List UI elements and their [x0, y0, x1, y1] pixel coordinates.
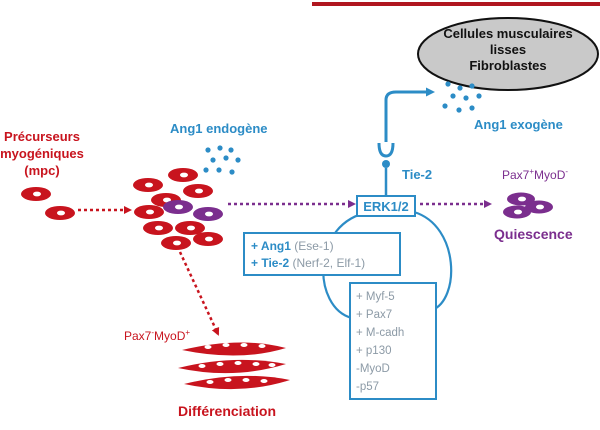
box1-row2-bold: + Tie-2	[251, 256, 289, 270]
source-cells-ellipse: Cellules musculaires lisses Fibroblastes	[417, 17, 599, 91]
erk-label: ERK1/2	[363, 199, 409, 214]
gene-box-ang1-tie2: + Ang1 (Ese-1) + Tie-2 (Nerf-2, Elf-1)	[243, 232, 401, 276]
differentiating-marker-label: Pax7-MyoD+	[124, 328, 190, 343]
box1-row2: + Tie-2 (Nerf-2, Elf-1)	[251, 256, 365, 270]
precursor-cell	[45, 206, 75, 220]
quiescence-label: Quiescence	[494, 226, 573, 242]
precursors-line3: (mpc)	[24, 163, 59, 178]
box1-row1-bold: + Ang1	[251, 239, 291, 253]
diff-pax7: Pax7	[124, 329, 152, 343]
diff-myod: MyoD	[154, 329, 186, 343]
differentiation-label: Différenciation	[178, 403, 276, 419]
box2-item: -p57	[356, 381, 379, 393]
source-cells-line2: lisses	[490, 42, 526, 57]
box2-item: + Myf-5	[356, 291, 395, 303]
source-cells-line3: Fibroblastes	[469, 58, 546, 73]
quiescent-pax7-sup: +	[529, 167, 534, 176]
gene-box-markers: + Myf-5 + Pax7 + M-cadh + p130 -MyoD -p5…	[349, 282, 437, 400]
myotubes	[178, 342, 290, 390]
diff-pax7-sup: -	[151, 328, 154, 337]
cluster-to-differentiation-arrow	[178, 251, 220, 336]
quiescent-cells	[503, 192, 553, 219]
box1-row1-rest: (Ese-1)	[291, 239, 334, 253]
box2-item: -MyoD	[356, 363, 390, 375]
ang1-exogene-label: Ang1 exogène	[474, 117, 563, 132]
ang1-exogene-dots	[442, 81, 482, 113]
box2-item: + M-cadh	[356, 327, 404, 339]
quiescent-pax7: Pax7	[502, 168, 530, 182]
ang1-endogene-label: Ang1 endogène	[170, 121, 268, 136]
diff-myod-sup: +	[185, 328, 190, 337]
erk-box: ERK1/2	[356, 195, 416, 217]
tie2-label: Tie-2	[402, 167, 432, 182]
quiescent-myod-sup: -	[565, 167, 568, 176]
header-rule	[312, 2, 600, 6]
quiescent-myod: MyoD	[534, 168, 566, 182]
ang1-exogene-arrow	[384, 87, 435, 142]
box2-item: + p130	[356, 345, 392, 357]
precursor-cell	[21, 187, 51, 201]
quiescent-marker-label: Pax7+MyoD-	[502, 167, 568, 182]
box2-item: + Pax7	[356, 309, 392, 321]
precursors-line1: Précurseurs	[4, 129, 80, 144]
precursors-line2: myogéniques	[0, 146, 84, 161]
source-cells-line1: Cellules musculaires	[443, 26, 572, 41]
ang1-endogene-dots	[203, 145, 241, 175]
activated-cell-cluster	[133, 168, 223, 250]
box1-row2-rest: (Nerf-2, Elf-1)	[289, 256, 365, 270]
tie2-receptor-icon	[377, 142, 395, 196]
box1-row1: + Ang1 (Ese-1)	[251, 239, 334, 253]
